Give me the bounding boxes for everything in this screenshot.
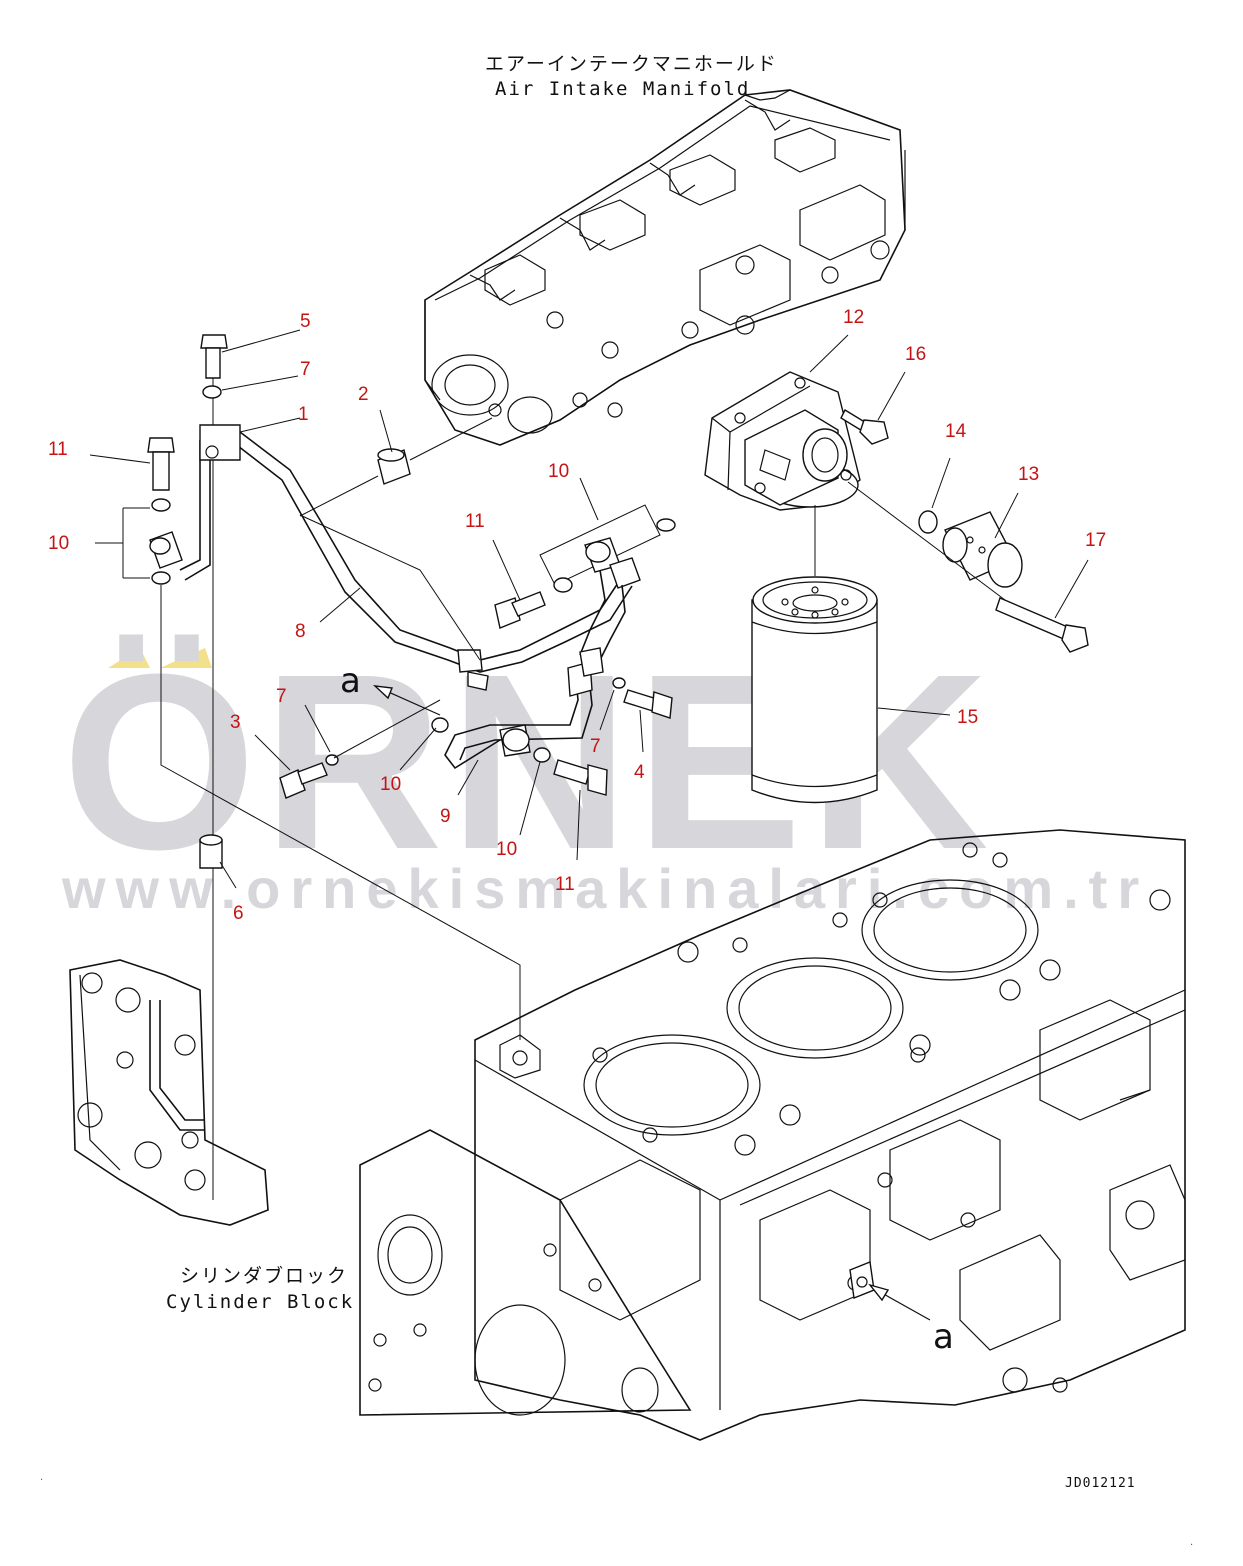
bolt-part-17 bbox=[995, 597, 1089, 653]
plug-assembly bbox=[840, 409, 1089, 653]
callout-7-right: 7 bbox=[590, 736, 601, 757]
callout-11-left: 11 bbox=[48, 439, 68, 460]
bolt-part-11-lower bbox=[553, 759, 608, 796]
callout-1: 1 bbox=[298, 404, 309, 425]
drawing-code: JD012121 bbox=[1065, 1476, 1136, 1491]
filter-head-part-12 bbox=[704, 371, 861, 511]
callout-11-middle: 11 bbox=[465, 511, 485, 532]
bolt-part-11-middle bbox=[494, 591, 546, 629]
callout-7-top: 7 bbox=[300, 359, 311, 380]
bolt-part-3 bbox=[279, 762, 328, 799]
callout-12: 12 bbox=[843, 307, 864, 328]
block-label-en: Cylinder Block bbox=[166, 1291, 354, 1313]
oil-filter-part-15 bbox=[751, 505, 878, 804]
callout-15: 15 bbox=[957, 707, 978, 728]
view-letter-a-bottom: a bbox=[933, 1317, 954, 1357]
callout-10-top: 10 bbox=[548, 461, 569, 482]
watermark-accent-right bbox=[160, 648, 212, 668]
pipe-assembly-middle bbox=[279, 504, 676, 799]
callout-3: 3 bbox=[230, 712, 241, 733]
air-intake-manifold-drawing bbox=[424, 89, 906, 446]
bolt-part-16 bbox=[840, 409, 889, 445]
spacer-part-6 bbox=[199, 834, 223, 869]
callout-11-bottom: 11 bbox=[555, 874, 575, 895]
callout-7-left: 7 bbox=[276, 686, 287, 707]
manifold-label-en: Air Intake Manifold bbox=[495, 78, 750, 100]
callout-16: 16 bbox=[905, 344, 926, 365]
watermark-accent-left bbox=[108, 648, 150, 668]
callout-10-mid: 10 bbox=[380, 774, 401, 795]
callout-8: 8 bbox=[295, 621, 306, 642]
callout-2: 2 bbox=[358, 384, 369, 405]
bolt-part-4 bbox=[623, 689, 673, 719]
callouts: 1 2 3 4 5 6 7 7 7 8 9 10 10 10 10 11 11 … bbox=[48, 307, 1106, 924]
callout-5: 5 bbox=[300, 311, 311, 332]
o-ring-part-14 bbox=[918, 510, 938, 534]
callout-10-left: 10 bbox=[48, 533, 69, 554]
callout-17: 17 bbox=[1085, 530, 1106, 551]
manifold-label-jp: エアーインテークマニホールド bbox=[485, 53, 778, 75]
oil-cooler-bracket bbox=[69, 959, 269, 1226]
callout-leaders bbox=[89, 329, 1089, 889]
view-letter-a-top: a bbox=[340, 661, 361, 701]
callout-13: 13 bbox=[1018, 464, 1039, 485]
callout-10-bottom: 10 bbox=[496, 839, 517, 860]
spacer-part-2 bbox=[299, 417, 493, 517]
washer-part-7-top bbox=[202, 385, 222, 399]
callout-14: 14 bbox=[945, 421, 967, 442]
callout-4: 4 bbox=[634, 762, 645, 783]
block-label-jp: シリンダブロック bbox=[180, 1264, 348, 1287]
corner-mark-right: . bbox=[1190, 1537, 1193, 1548]
watermark-url: www.ornekismakinalari.com.tr bbox=[61, 857, 1149, 920]
corner-mark-left: . bbox=[40, 1472, 43, 1483]
callout-9: 9 bbox=[440, 806, 451, 827]
bolt-part-11-left bbox=[147, 437, 175, 491]
cylinder-block-drawing bbox=[359, 829, 1186, 1441]
bolt-part-5 bbox=[200, 334, 228, 379]
callout-6: 6 bbox=[233, 903, 244, 924]
